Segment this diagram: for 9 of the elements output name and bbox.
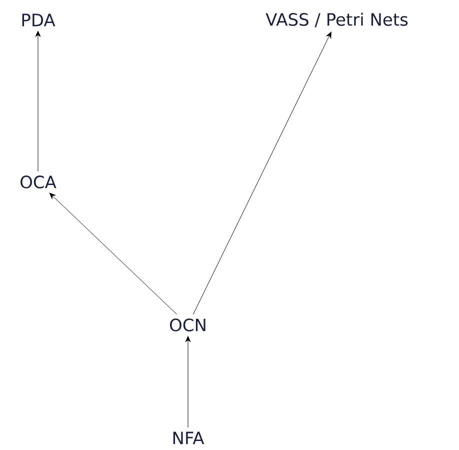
- node-label: NFA: [173, 432, 204, 444]
- arrow: [192, 32, 332, 315]
- node-label: VASS / Petri Nets: [266, 12, 408, 28]
- arrow: [35, 30, 41, 172]
- arrow: [49, 192, 178, 315]
- node-label: PDA: [22, 14, 56, 26]
- node-label: OCA: [20, 176, 56, 188]
- arrow: [185, 336, 191, 428]
- node-label: OCN: [170, 318, 206, 332]
